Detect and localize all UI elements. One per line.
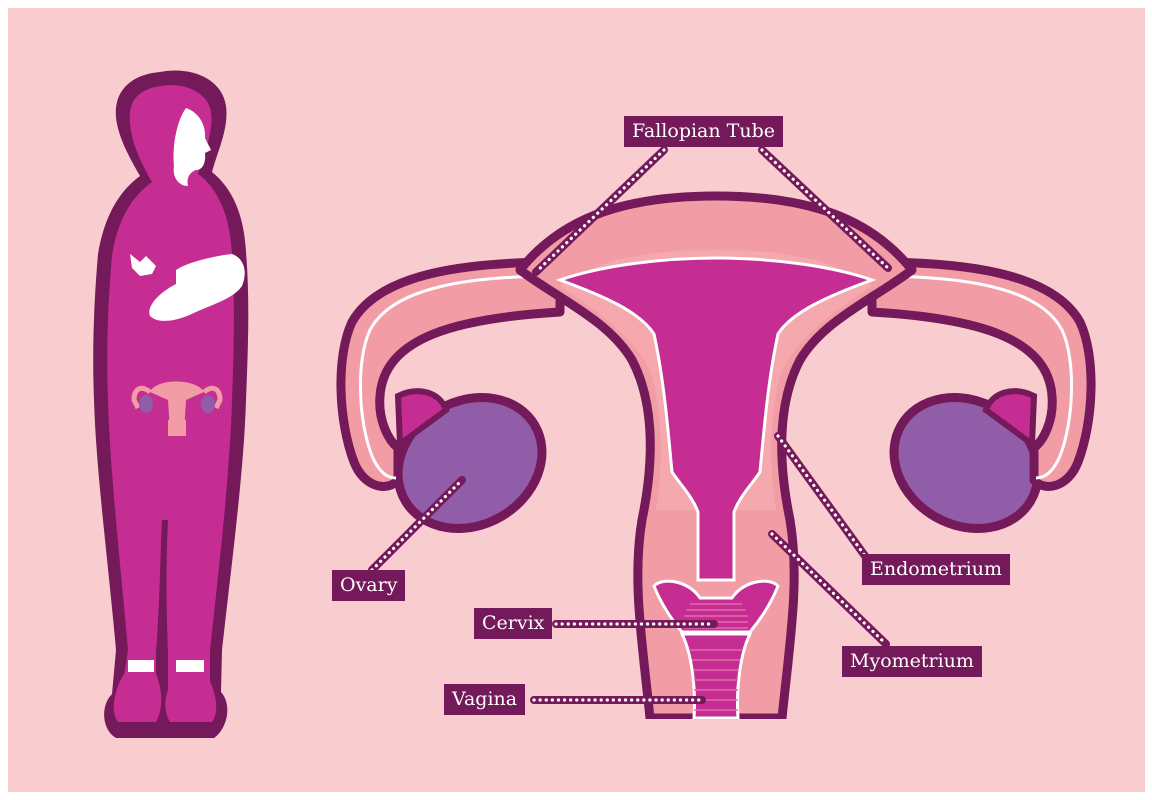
label-ovary: Ovary — [332, 570, 405, 601]
label-vagina: Vagina — [444, 684, 525, 715]
woman-shoe-right — [168, 674, 217, 722]
label-fallopian-tube: Fallopian Tube — [624, 116, 783, 147]
woman-shoe-band-right — [176, 660, 204, 672]
bottom-mask — [600, 719, 840, 792]
woman-shoe-band-left — [128, 660, 154, 672]
label-myometrium: Myometrium — [842, 646, 982, 677]
woman-shoe-left — [114, 674, 162, 722]
label-endometrium: Endometrium — [862, 554, 1010, 585]
label-cervix: Cervix — [474, 608, 552, 639]
